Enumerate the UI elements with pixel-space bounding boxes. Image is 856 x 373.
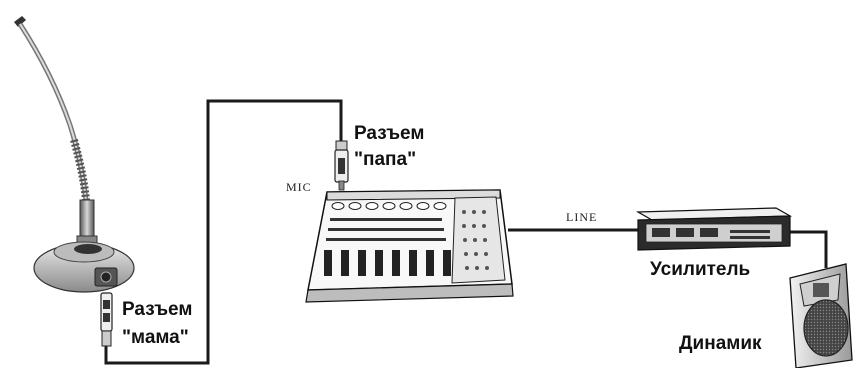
female-connector-label-line1: Разъем	[122, 299, 193, 320]
speaker-grill	[803, 299, 849, 357]
mic-capsule	[14, 16, 26, 27]
female-connector-label-line2: "мама"	[122, 327, 189, 348]
male-connector-label-line1: Разъем	[354, 123, 425, 144]
male-xlr-connector-icon	[334, 140, 349, 191]
speaker-label: Динамик	[679, 333, 762, 354]
mic-input-label: MIC	[286, 180, 312, 194]
male-connector-label-line2: "папа"	[354, 149, 417, 170]
amplifier-label: Усилитель	[650, 259, 751, 280]
female-xlr-connector-icon	[100, 292, 113, 347]
gooseneck	[17, 22, 89, 201]
cable	[104, 99, 828, 365]
speaker-cable	[790, 230, 828, 268]
line-output-label: LINE	[566, 210, 597, 224]
conference-microphone	[14, 16, 135, 293]
speaker-cabinet	[789, 263, 853, 369]
mic-stem	[79, 199, 95, 241]
mic-cable	[104, 99, 343, 365]
amplifier-device	[635, 207, 793, 251]
mixer-console	[305, 189, 514, 303]
